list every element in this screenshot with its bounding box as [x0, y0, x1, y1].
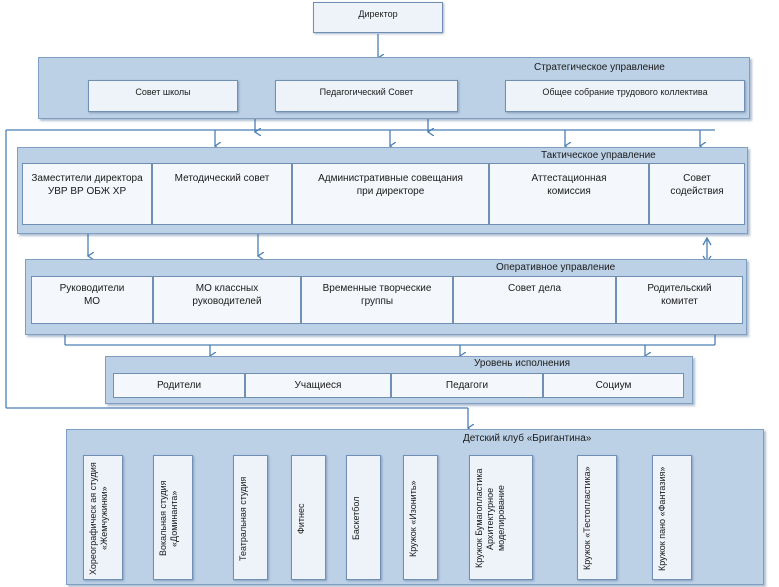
- club-item-label: Хореографическ ая студия «Жемчужинки»: [88, 462, 109, 575]
- club-item: Баскетбол: [346, 455, 381, 580]
- execution-item: Родители: [113, 373, 245, 398]
- strategic-item-label: Педагогический Совет: [319, 87, 414, 97]
- execution-title: Уровень исполнения: [474, 358, 571, 369]
- club-item-label: Кружок пано «Фантазия»: [657, 466, 667, 571]
- director-label: Директор: [358, 9, 398, 19]
- operational-panel: Оперативное управление Руководители МО М…: [25, 259, 747, 335]
- operational-item: Совет дела: [453, 276, 616, 324]
- tactical-item: Административные совещания при директоре: [292, 163, 489, 225]
- strategic-panel: Стратегическое управление Совет школы Пе…: [38, 57, 750, 119]
- strategic-item-label: Общее собрание трудового коллектива: [542, 87, 708, 97]
- operational-item: Временные творческие группы: [301, 276, 453, 324]
- execution-item: Социум: [543, 373, 684, 398]
- club-item-label: Кружок Бумагопластика Архитектурное моде…: [474, 468, 506, 569]
- club-item: Кружок «Изонить»: [403, 455, 438, 580]
- strategic-item-label: Совет школы: [135, 87, 191, 97]
- tactical-panel: Тактическое управление Заместители дирек…: [17, 147, 748, 234]
- club-item-label: Театральная студия: [238, 476, 248, 561]
- club-item: Театральная студия: [233, 455, 268, 580]
- tactical-item: Методический совет: [152, 163, 292, 225]
- strategic-title: Стратегическое управление: [534, 62, 665, 73]
- director-box: Директор: [313, 2, 443, 33]
- club-item: Фитнес: [291, 455, 326, 580]
- tactical-title: Тактическое управление: [541, 150, 656, 161]
- operational-title: Оперативное управление: [496, 262, 616, 273]
- operational-item: Родительский комитет: [616, 276, 743, 324]
- club-title: Детский клуб «Бригантина»: [463, 433, 592, 444]
- club-item: Хореографическ ая студия «Жемчужинки»: [83, 455, 123, 580]
- tactical-item: Аттестационная комиссия: [489, 163, 649, 225]
- club-item-label: Вокальная студия «Доминанта»: [158, 480, 179, 557]
- strategic-item: Педагогический Совет: [275, 80, 458, 112]
- strategic-item: Совет школы: [88, 80, 238, 112]
- tactical-item: Совет содействия: [649, 163, 745, 225]
- execution-panel: Уровень исполнения Родители Учащиеся Пед…: [105, 356, 693, 404]
- club-panel: Детский клуб «Бригантина» Хореографическ…: [66, 429, 764, 585]
- club-item-label: Фитнес: [296, 503, 306, 534]
- club-item: Кружок пано «Фантазия»: [652, 455, 692, 580]
- strategic-item: Общее собрание трудового коллектива: [505, 80, 745, 112]
- execution-item: Учащиеся: [245, 373, 391, 398]
- tactical-item: Заместители директора УВР ВР ОБЖ ХР: [22, 163, 152, 225]
- club-item: Кружок «Тестопластика»: [577, 455, 617, 580]
- club-item-label: Кружок «Изонить»: [408, 480, 418, 557]
- operational-item: Руководители МО: [31, 276, 153, 324]
- club-item: Кружок Бумагопластика Архитектурное моде…: [469, 455, 533, 580]
- club-item-label: Кружок «Тестопластика»: [582, 466, 592, 571]
- club-item-label: Баскетбол: [351, 496, 361, 541]
- club-item: Вокальная студия «Доминанта»: [153, 455, 193, 580]
- execution-item: Педагоги: [391, 373, 543, 398]
- operational-item: МО классных руководителей: [153, 276, 301, 324]
